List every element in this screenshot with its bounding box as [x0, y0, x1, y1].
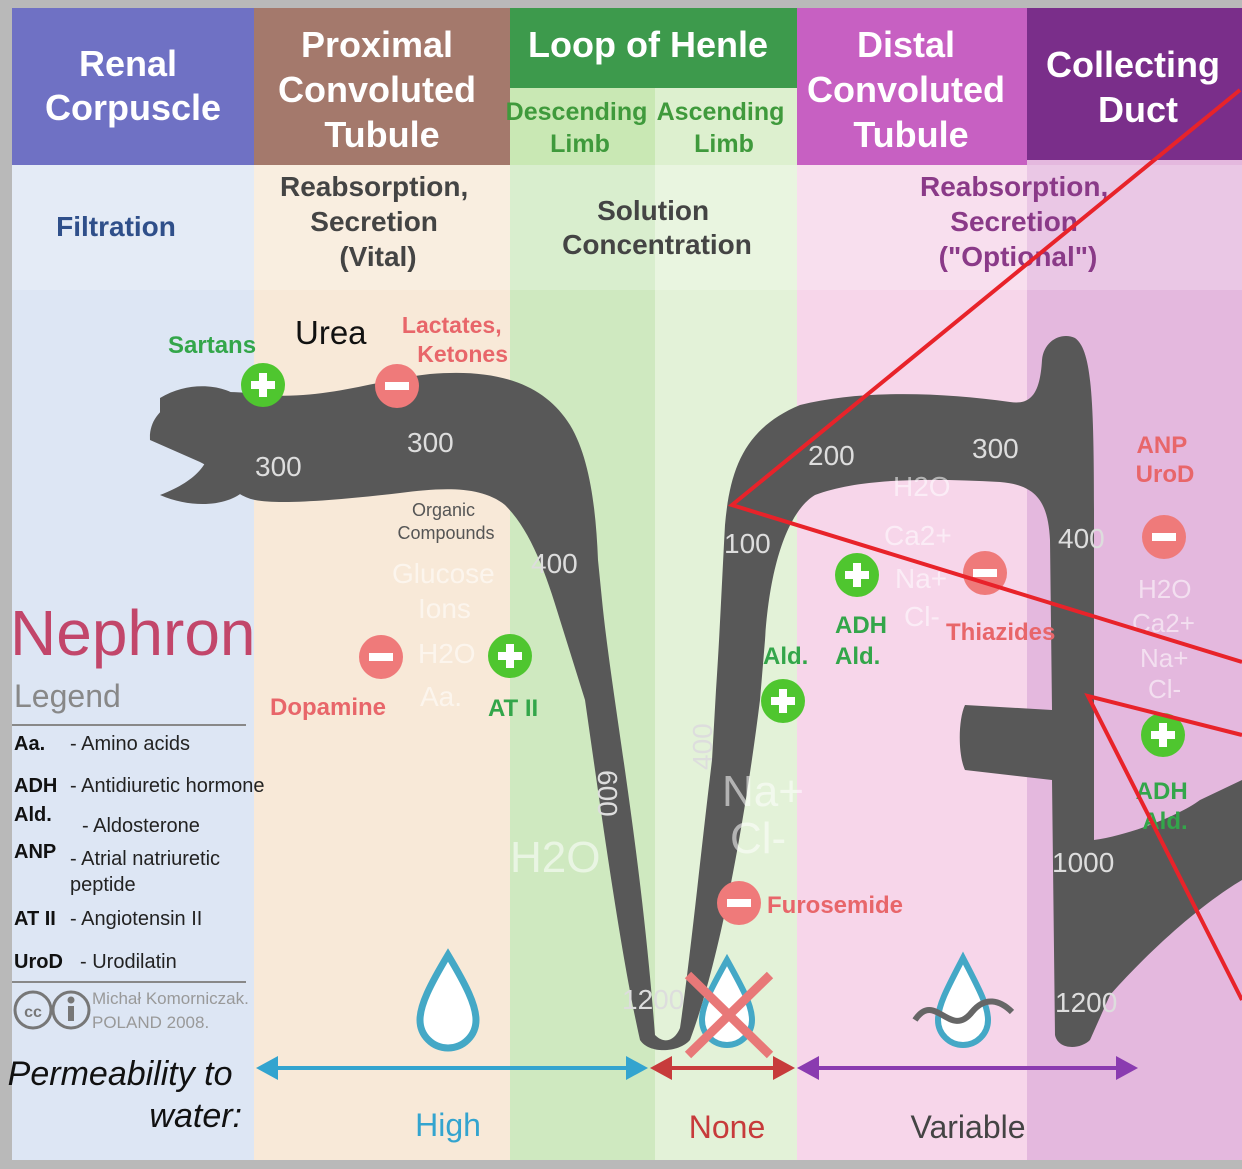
duct-na: Na+: [1140, 643, 1188, 673]
permeability-high: High: [415, 1107, 481, 1143]
legend-abbr: ANP: [14, 841, 56, 863]
title-loop: Loop of Henle: [528, 24, 768, 65]
duct-h2o: H2O: [1138, 574, 1191, 604]
nephron-title: Nephron: [10, 597, 256, 669]
plus-icon: [488, 634, 532, 678]
legend-abbr: UroD: [14, 951, 63, 973]
legend-heading: Legend: [14, 678, 121, 714]
loop-sodium: Na+: [722, 767, 804, 816]
legend-desc: - Urodilatin: [80, 951, 177, 973]
at2-label: AT II: [488, 695, 538, 722]
legend-desc: - Antidiuretic hormone: [70, 775, 265, 797]
svg-text:cc: cc: [24, 1004, 42, 1021]
osm-proximal: 300: [407, 427, 454, 458]
osm-duct-upper: 400: [1058, 523, 1105, 554]
osm-duct-bottom: 1200: [1055, 987, 1117, 1018]
duct-cl: Cl-: [1148, 674, 1181, 704]
dopamine-label: Dopamine: [270, 694, 386, 721]
plus-icon: [241, 363, 285, 407]
osm-desc-lower: 600: [592, 770, 623, 817]
osm-desc-upper: 400: [531, 548, 578, 579]
legend-abbr: Aa.: [14, 733, 45, 755]
legend-abbr: ADH: [14, 775, 57, 797]
solute-aa: Aa.: [420, 681, 462, 712]
plus-icon: [761, 679, 805, 723]
legend-desc: - Angiotensin II: [70, 908, 202, 930]
osm-distal-a: 200: [808, 440, 855, 471]
legend-desc: - Aldosterone: [82, 815, 200, 837]
osm-asc-upper: 100: [724, 528, 771, 559]
osm-duct-mid: 1000: [1052, 847, 1114, 878]
minus-icon: [1142, 515, 1186, 559]
legend-abbr: Ald.: [14, 804, 52, 826]
function-renal: Filtration: [56, 211, 176, 242]
permeability-variable: Variable: [910, 1109, 1025, 1145]
minus-icon: [717, 881, 761, 925]
loop-chloride: Cl-: [730, 814, 786, 863]
minus-icon: [359, 635, 403, 679]
duct-ca: Ca2+: [1132, 608, 1195, 638]
permeability-none: None: [689, 1109, 766, 1145]
osm-asc-lower: 400: [687, 723, 718, 770]
distal-cl: Cl-: [904, 601, 940, 632]
furosemide-label: Furosemide: [767, 892, 903, 919]
sartans-label: Sartans: [168, 332, 256, 359]
distal-h2o: H2O: [893, 471, 951, 502]
osm-bottom: 1200: [622, 984, 684, 1015]
ald-loop-label: Ald.: [763, 643, 808, 670]
solute-h2o: H2O: [418, 638, 476, 669]
thiazides-label: Thiazides: [946, 619, 1055, 646]
solute-ions: Ions: [418, 593, 471, 624]
osm-corpuscle: 300: [255, 451, 302, 482]
minus-icon: [375, 364, 419, 408]
loop-water: H2O: [510, 833, 600, 882]
urea-label: Urea: [295, 314, 367, 351]
legend-abbr: AT II: [14, 908, 56, 930]
legend-desc: peptide: [70, 874, 136, 896]
distal-ca: Ca2+: [884, 520, 952, 551]
plus-icon: [835, 553, 879, 597]
legend-desc: - Atrial natriuretic: [70, 848, 220, 870]
solute-glucose: Glucose: [392, 558, 495, 589]
legend-desc: - Amino acids: [70, 733, 190, 755]
osm-distal-b: 300: [972, 433, 1019, 464]
